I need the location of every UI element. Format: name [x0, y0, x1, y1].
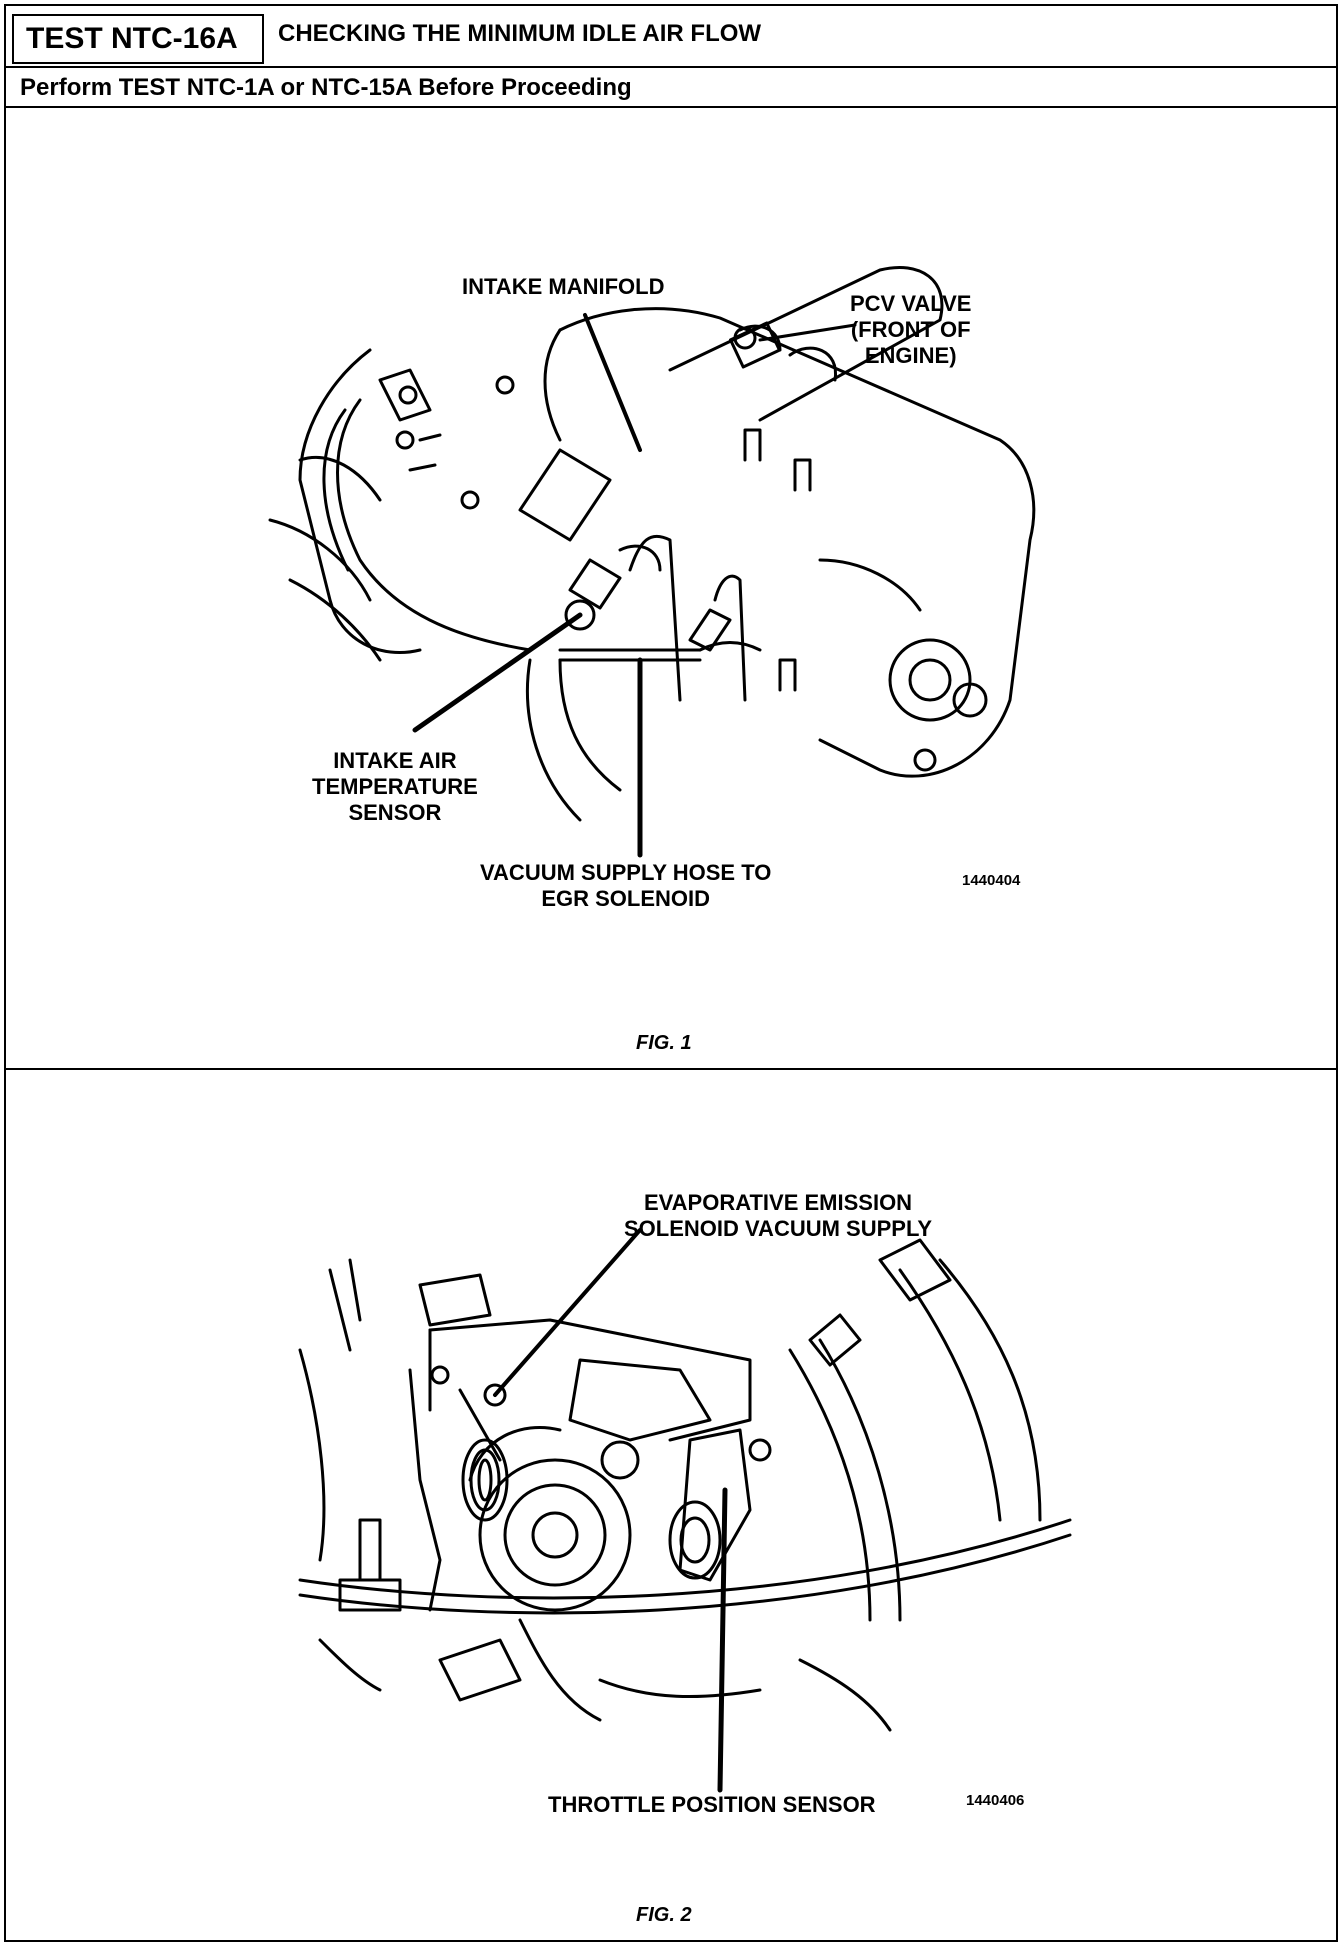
- header-row: TEST NTC-16A CHECKING THE MINIMUM IDLE A…: [6, 6, 1336, 68]
- label-pcv-valve: PCV VALVE (FRONT OF ENGINE): [850, 291, 972, 368]
- label-intake-air-temp-sensor: INTAKE AIR TEMPERATURE SENSOR: [312, 748, 478, 825]
- label-vacuum-supply-hose: VACUUM SUPPLY HOSE TO EGR SOLENOID: [480, 860, 772, 911]
- figure2-code: 1440406: [966, 1792, 1025, 1809]
- label-evap-emission: EVAPORATIVE EMISSION SOLENOID VACUUM SUP…: [624, 1190, 933, 1241]
- figure-divider: [6, 1068, 1336, 1070]
- test-title: CHECKING THE MINIMUM IDLE AIR FLOW: [278, 20, 762, 47]
- figure1-caption: FIG. 1: [636, 1032, 692, 1054]
- label-intake-manifold: INTAKE MANIFOLD: [462, 274, 665, 299]
- figure2-caption: FIG. 2: [636, 1904, 692, 1926]
- test-id-box: TEST NTC-16A: [12, 14, 264, 64]
- label-throttle-position-sensor: THROTTLE POSITION SENSOR: [548, 1792, 876, 1817]
- page-frame: TEST NTC-16A CHECKING THE MINIMUM IDLE A…: [4, 4, 1338, 1942]
- prerequisite-text: Perform TEST NTC-1A or NTC-15A Before Pr…: [20, 74, 632, 101]
- figure1-code: 1440404: [962, 872, 1021, 889]
- prerequisite-row: Perform TEST NTC-1A or NTC-15A Before Pr…: [6, 68, 1336, 108]
